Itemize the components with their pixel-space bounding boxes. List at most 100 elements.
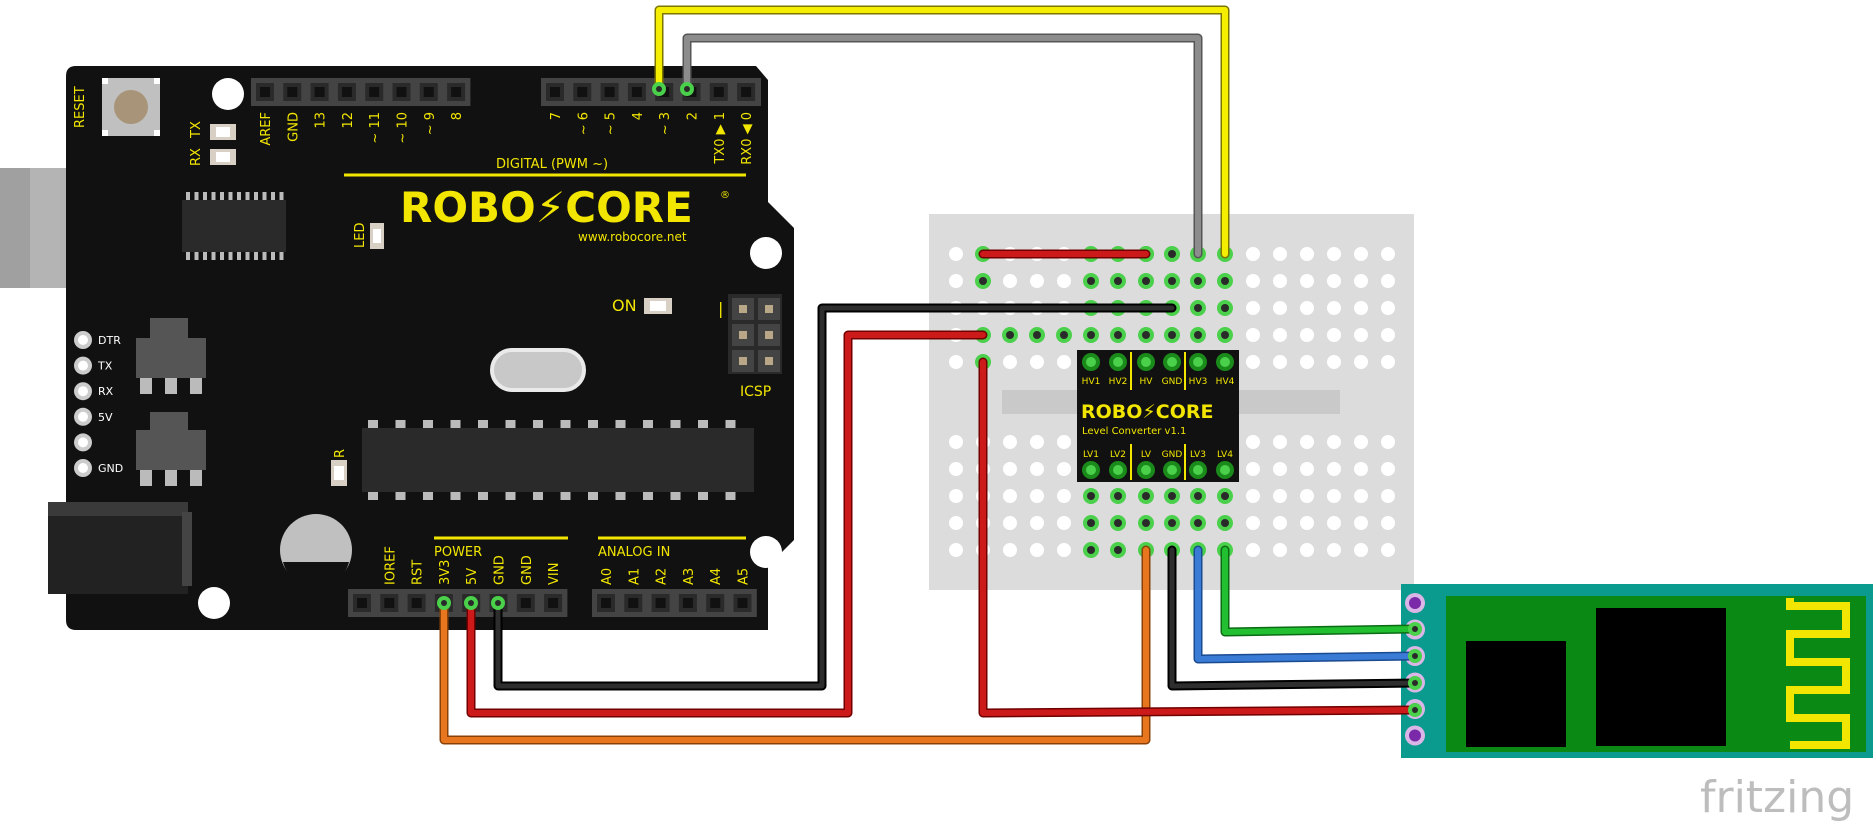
- breadboard-hole: [1246, 247, 1260, 261]
- breadboard-hole: [1003, 489, 1017, 503]
- mounting-hole: [198, 587, 230, 619]
- breadboard-hole: [1246, 489, 1260, 503]
- board-brand: ROBO⚡CORE: [400, 183, 693, 232]
- breadboard-hole: [1246, 543, 1260, 557]
- microcontroller-chip: [362, 420, 754, 500]
- reset-label: RESET: [73, 86, 88, 128]
- bt-module-antenna-area: [1796, 596, 1866, 752]
- converter-pin-label: HV2: [1109, 377, 1128, 387]
- bt-antenna: [1786, 598, 1850, 749]
- breadboard-hole: [949, 355, 963, 369]
- header-pin-label: GND: [493, 555, 508, 585]
- bt-chip-large: [1596, 608, 1726, 746]
- header-pin-label: 8: [450, 112, 465, 120]
- breadboard-hole: [1030, 543, 1044, 557]
- breadboard-hole: [1354, 543, 1368, 557]
- breadboard-hole: [1057, 462, 1071, 476]
- breadboard-hole: [1327, 462, 1341, 476]
- header-pin-label: IOREF: [383, 546, 398, 585]
- header-pin-label: 5V: [465, 568, 480, 585]
- arduino-board: RESET RX TX LED ON | ICSP: [0, 66, 794, 630]
- breadboard-hole: [1381, 516, 1395, 530]
- breadboard-hole: [1246, 274, 1260, 288]
- header-pin-label: 7: [549, 112, 564, 120]
- wire-red-5v-core: [468, 332, 986, 716]
- bluetooth-module: [1401, 584, 1873, 758]
- bt-chip-small: [1466, 641, 1566, 747]
- breadboard-hole: [1273, 301, 1287, 315]
- breadboard-hole: [1273, 435, 1287, 449]
- breadboard-hole: [1381, 328, 1395, 342]
- breadboard-hole: [1003, 516, 1017, 530]
- breadboard-hole: [1273, 462, 1287, 476]
- header-pin-label: GND: [286, 112, 301, 142]
- breadboard-hole: [1003, 462, 1017, 476]
- header-pin-label: A1: [627, 568, 642, 585]
- breadboard-hole: [1030, 462, 1044, 476]
- converter-pin-label: HV4: [1216, 377, 1235, 387]
- mounting-hole: [750, 237, 782, 269]
- breadboard-hole: [1354, 355, 1368, 369]
- breadboard-hole: [1354, 274, 1368, 288]
- breadboard-hole: [1300, 274, 1314, 288]
- breadboard-hole: [1300, 543, 1314, 557]
- header-pin-label: A2: [655, 568, 670, 585]
- fritzing-watermark: fritzing: [1700, 772, 1854, 823]
- converter-pin-label: GND: [1162, 450, 1183, 460]
- usb-connector-shade: [0, 168, 30, 288]
- header-pin-label: GND: [520, 555, 535, 585]
- header-pin-label: RX0 ◀ 0: [740, 112, 755, 165]
- header-pin-label: 2: [686, 112, 701, 120]
- level-converter-board: [1077, 350, 1239, 482]
- breadboard-holes: [949, 246, 1395, 558]
- breadboard-hole: [1327, 489, 1341, 503]
- header-pin-label: ~ 10: [396, 112, 411, 144]
- icsp-label: ICSP: [740, 384, 771, 400]
- breadboard-hole: [1381, 489, 1395, 503]
- breadboard-hole: [1300, 355, 1314, 369]
- lc-brand: ROBO⚡CORE: [1081, 401, 1213, 423]
- breadboard-hole: [1246, 516, 1260, 530]
- lc-model: Level Converter v1.1: [1082, 426, 1186, 437]
- breadboard-hole: [1300, 516, 1314, 530]
- crystal-oscillator: [490, 348, 586, 392]
- breadboard-hole: [1057, 516, 1071, 530]
- wire-green-bt-rxd-core: [1222, 547, 1418, 635]
- header-pin-label: A0: [600, 568, 615, 585]
- side-pin-label: DTR: [98, 334, 121, 347]
- side-pin-label: TX: [97, 360, 113, 373]
- breadboard-hole: [1354, 516, 1368, 530]
- converter-pin-label: HV: [1140, 377, 1154, 387]
- converter-pin-label: HV3: [1189, 377, 1208, 387]
- header-pin-label: 4: [631, 112, 646, 120]
- side-pin-label: GND: [98, 462, 123, 475]
- breadboard-hole: [949, 274, 963, 288]
- breadboard-hole: [1300, 328, 1314, 342]
- breadboard-hole: [1381, 355, 1395, 369]
- breadboard-hole: [1030, 489, 1044, 503]
- breadboard-hole: [1057, 489, 1071, 503]
- breadboard-hole: [1327, 516, 1341, 530]
- breadboard-hole: [1300, 247, 1314, 261]
- header-pin-label: ~ 9: [423, 112, 438, 135]
- mounting-hole: [212, 78, 244, 110]
- breadboard-hole: [1273, 516, 1287, 530]
- breadboard-hole: [949, 462, 963, 476]
- power-label: POWER: [434, 545, 482, 560]
- breadboard-hole: [1057, 274, 1071, 288]
- breadboard-hole: [949, 489, 963, 503]
- breadboard-hole: [1381, 301, 1395, 315]
- breadboard-hole: [1327, 435, 1341, 449]
- header-pin-label: 13: [314, 112, 329, 129]
- header-pin-label: VIN: [547, 563, 562, 585]
- wire-gray-core: [684, 35, 1201, 257]
- breadboard-hole: [1030, 355, 1044, 369]
- breadboard-hole: [1273, 355, 1287, 369]
- breadboard-hole: [1057, 355, 1071, 369]
- header-pin-label: A3: [682, 568, 697, 585]
- breadboard-hole: [1300, 435, 1314, 449]
- breadboard-hole: [1273, 489, 1287, 503]
